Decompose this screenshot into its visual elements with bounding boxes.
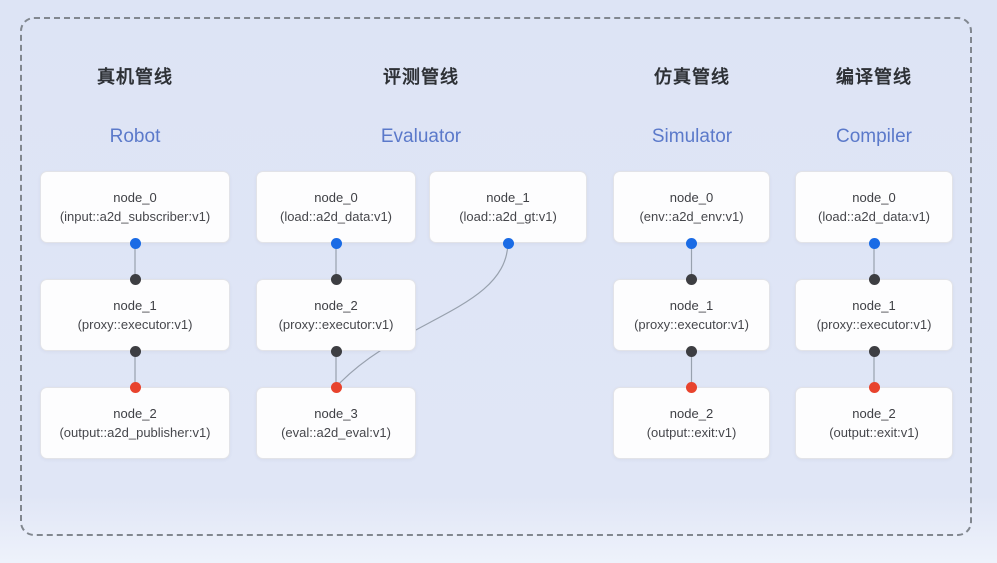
node-sublabel: (eval::a2d_eval:v1) <box>281 424 391 440</box>
node-label: node_0 <box>669 189 714 205</box>
node-box-1-node_0: node_0 (load::a2d_data:v1) <box>256 171 416 243</box>
node-box-2-node_2: node_2 (output::exit:v1) <box>613 387 770 459</box>
pipeline-header-2: 仿真管线 Simulator <box>582 65 802 148</box>
node-label: node_3 <box>314 405 358 421</box>
node-label: node_1 <box>113 297 157 313</box>
node-sublabel: (proxy::executor:v1) <box>77 316 193 332</box>
node-label: node_2 <box>314 297 358 313</box>
node-sublabel: (proxy::executor:v1) <box>278 316 394 332</box>
pipeline-title-en: Evaluator <box>380 126 462 147</box>
port-dot-blue <box>686 237 697 249</box>
pipeline-title-cn: 仿真管线 <box>654 67 730 87</box>
port-dot-red <box>868 381 880 393</box>
port-dot-red <box>330 381 342 393</box>
node-label: node_2 <box>852 405 896 421</box>
node-sublabel: (load::a2d_gt:v1) <box>459 208 557 224</box>
node-box-1-node_2: node_2 (proxy::executor:v1) <box>256 279 416 351</box>
node-sublabel: (load::a2d_data:v1) <box>279 208 393 224</box>
node-sublabel: (output::exit:v1) <box>646 424 737 440</box>
pipeline-title-en: Compiler <box>835 126 913 147</box>
port-dot-dark <box>129 345 141 357</box>
port-dot-blue <box>502 237 514 249</box>
node-sublabel: (env::a2d_env:v1) <box>639 208 744 224</box>
node-label: node_0 <box>314 189 358 205</box>
port-dot-dark <box>868 345 880 357</box>
node-box-1-node_3: node_3 (eval::a2d_eval:v1) <box>256 387 416 459</box>
node-box-2-node_0: node_0 (env::a2d_env:v1) <box>613 171 770 243</box>
node-box-3-node_0: node_0 (load::a2d_data:v1) <box>795 171 953 243</box>
port-dot-red <box>129 381 141 393</box>
node-label: node_1 <box>852 297 896 313</box>
node-label: node_2 <box>669 405 714 421</box>
node-label: node_0 <box>113 189 157 205</box>
port-dot-blue <box>330 237 342 249</box>
edge-curve <box>335 242 509 388</box>
pipeline-title-cn: 真机管线 <box>97 67 173 87</box>
node-sublabel: (output::a2d_publisher:v1) <box>59 424 211 440</box>
port-dot-blue <box>129 237 141 249</box>
port-dot-dark <box>686 345 697 357</box>
node-label: node_2 <box>113 405 157 421</box>
node-box-0-node_1: node_1 (proxy::executor:v1) <box>40 279 230 351</box>
node-sublabel: (output::exit:v1) <box>829 424 919 440</box>
port-dot-red <box>686 381 697 393</box>
node-sublabel: (proxy::executor:v1) <box>816 316 932 332</box>
node-box-0-node_0: node_0 (input::a2d_subscriber:v1) <box>40 171 230 243</box>
node-sublabel: (proxy::executor:v1) <box>634 316 749 332</box>
node-label: node_0 <box>852 189 896 205</box>
node-box-1-node_1: node_1 (load::a2d_gt:v1) <box>429 171 587 243</box>
node-box-3-node_1: node_1 (proxy::executor:v1) <box>795 279 953 351</box>
pipeline-title-cn: 评测管线 <box>383 67 459 87</box>
node-label: node_1 <box>486 189 530 205</box>
port-dot-dark <box>330 273 342 285</box>
pipeline-header-0: 真机管线 Robot <box>25 65 245 148</box>
pipeline-title-cn: 编译管线 <box>836 67 912 87</box>
port-dot-dark <box>868 273 880 285</box>
node-box-0-node_2: node_2 (output::a2d_publisher:v1) <box>40 387 230 459</box>
pipeline-frame-border <box>20 17 972 536</box>
port-dot-dark <box>129 273 141 285</box>
port-dot-dark <box>686 273 697 285</box>
pipeline-title-en: Simulator <box>651 126 733 147</box>
pipeline-header-3: 编译管线 Compiler <box>764 65 984 148</box>
node-label: node_1 <box>669 297 714 313</box>
port-dot-blue <box>868 237 880 249</box>
node-sublabel: (load::a2d_data:v1) <box>817 208 931 224</box>
pipeline-header-1: 评测管线 Evaluator <box>311 65 531 148</box>
node-box-2-node_1: node_1 (proxy::executor:v1) <box>613 279 770 351</box>
node-box-3-node_2: node_2 (output::exit:v1) <box>795 387 953 459</box>
node-sublabel: (input::a2d_subscriber:v1) <box>59 208 211 224</box>
port-dot-dark <box>330 345 342 357</box>
pipeline-title-en: Robot <box>109 126 161 147</box>
